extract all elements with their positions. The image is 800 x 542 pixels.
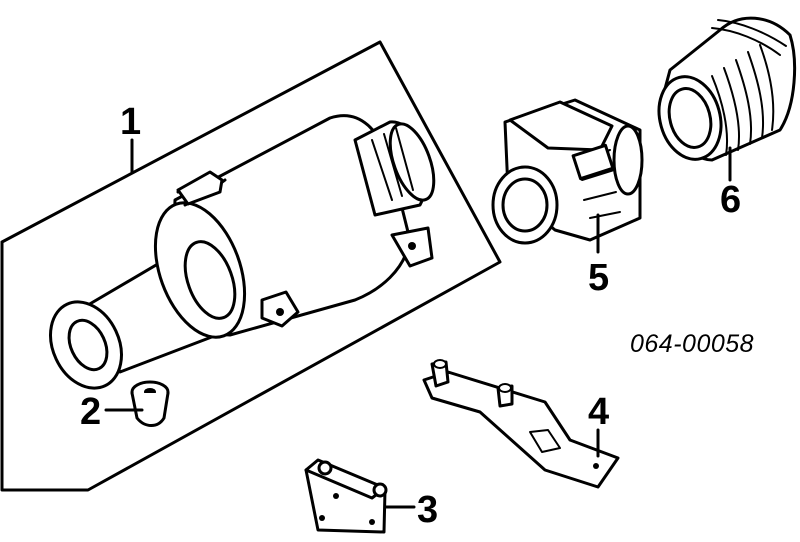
diagram-part-number: 064-00058 [630,330,754,358]
callout-1: 1 [120,101,141,143]
meter-inlet-bore [501,177,549,233]
outlet-ribs [371,127,414,201]
callout-6: 6 [720,179,741,221]
support-slot [529,429,561,453]
meter-connector [571,143,615,181]
hose-end-bore [667,87,713,149]
intake-hose[interactable] [650,16,797,182]
callout-3: 3 [417,489,438,531]
grommet-body [130,391,170,427]
bracket-hole-2 [369,519,375,525]
mount-bracket[interactable] [304,458,388,534]
meter-outlet-ring [612,124,644,196]
bracket-hole-1 [319,515,325,521]
canister-end-opening [183,240,237,320]
air-cleaner-assembly[interactable] [0,40,502,492]
callout-2: 2 [80,391,101,433]
support-bracket[interactable] [422,359,620,489]
bracket-stud-right [372,482,388,498]
assembly-frame-line [0,40,502,492]
grommet[interactable] [130,380,170,427]
meter-top-box [508,100,614,152]
support-hole [593,463,599,469]
bracket-stud-left [317,460,333,476]
air-flow-meter[interactable] [491,98,644,254]
hose-corrugations [711,19,787,156]
callout-4: 4 [588,391,609,433]
latch-hole [276,308,284,316]
callout-5: 5 [588,257,609,299]
support-arm [422,370,620,489]
snorkel-flange-inner [67,318,109,372]
canister-clamp-tab [176,170,224,206]
stud-left-top [433,359,447,369]
mount-foot-hole [408,242,416,250]
bracket-hole-3 [333,493,339,499]
stud-right-top [498,383,512,393]
